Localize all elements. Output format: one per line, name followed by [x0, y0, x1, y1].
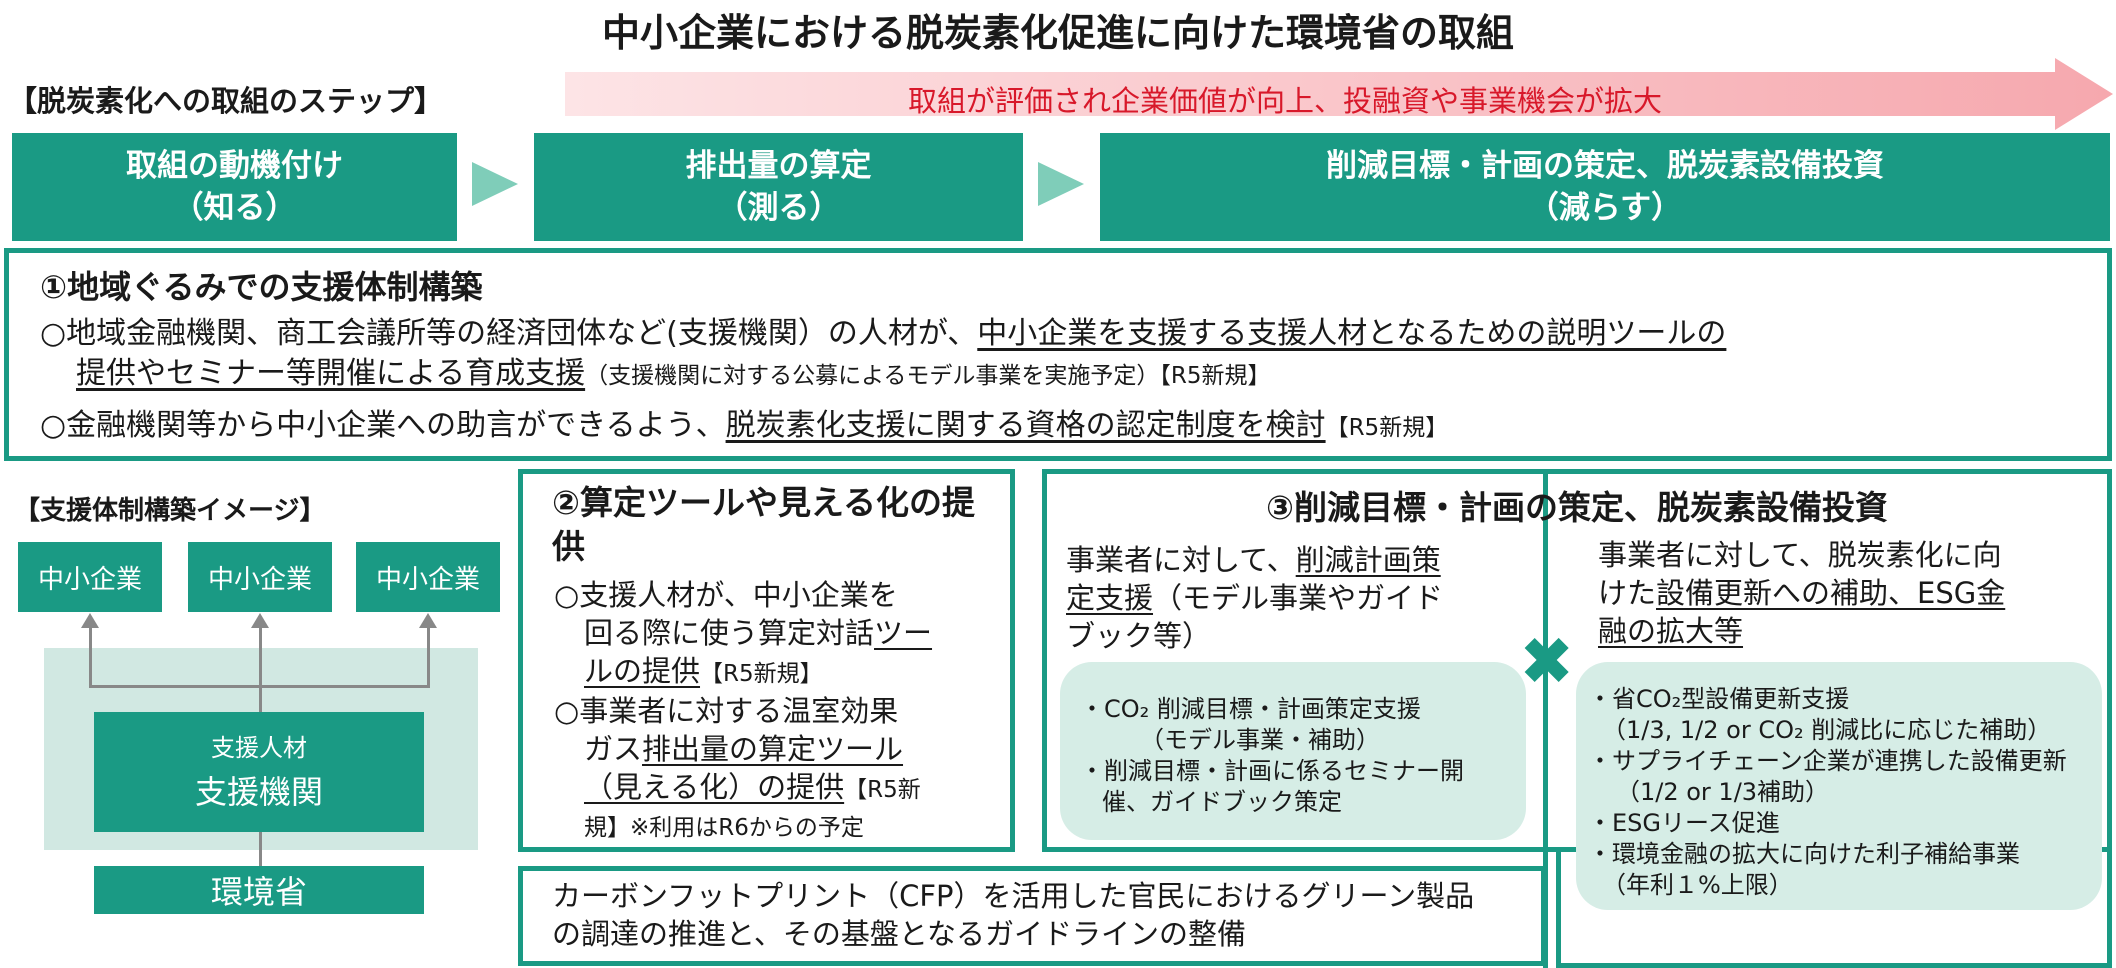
step-title: 取組の動機付け — [126, 148, 343, 184]
step-arrow-icon — [472, 162, 518, 206]
section-cfp — [518, 866, 1546, 966]
section3-right-text: 事業者に対して、脱炭素化に向 けた設備更新への補助、ESG金 融の拡大等 — [1598, 538, 2006, 648]
section2-item2: ○事業者に対する温室効果 ガス排出量の算定ツール （見える化）の提供【R5新 規… — [554, 694, 921, 841]
step-measure: 排出量の算定 （測る） — [534, 133, 1023, 241]
step-title: 排出量の算定 — [685, 148, 872, 184]
steps-label: 【脱炭素化への取組のステップ】 — [8, 84, 444, 118]
section-cfp-text: カーボンフットプリント（CFP）を活用した官民におけるグリーン製品 の調達の推進… — [552, 879, 1475, 951]
arrow-up-icon — [81, 613, 99, 628]
section1-title: ①地域ぐるみでの支援体制構築 — [40, 268, 483, 306]
section3-right-bubble — [1576, 662, 2102, 910]
support-org-label: 支援機関 — [194, 773, 323, 811]
value-arrow — [565, 58, 2113, 130]
step-subtitle: （測る） — [716, 190, 841, 226]
section1-item1-line2: 提供やセミナー等開催による育成支援（支援機関に対する公募によるモデル事業を実施予… — [76, 356, 1271, 391]
section3-left-text: 事業者に対して、削減計画策 定支援（モデル事業やガイド ブック等） — [1066, 543, 1444, 653]
connector-line — [259, 627, 262, 712]
support-org-box: 支援人材 支援機関 — [94, 712, 424, 832]
step-title: 削減目標・計画の策定、脱炭素設備投資 — [1326, 148, 1884, 184]
section3-left-bubble — [1060, 662, 1526, 840]
step-motivation: 取組の動機付け （知る） — [12, 133, 457, 241]
section1-item1-line1: ○地域金融機関、商工会議所等の経済団体など(支援機関）の人材が、中小企業を支援す… — [40, 316, 1727, 351]
step-arrow-icon — [1038, 162, 1084, 206]
support-talent-label: 支援人材 — [211, 734, 307, 762]
section-calc-tools — [518, 469, 1015, 852]
moe-box: 環境省 — [94, 866, 424, 914]
step-subtitle: （減らす） — [1527, 190, 1683, 226]
cross-icon: ✖ — [1519, 623, 1575, 700]
connector-line — [427, 627, 430, 687]
section1-item2: ○金融機関等から中小企業への助言ができるよう、脱炭素化支援に関する資格の認定制度… — [40, 408, 1449, 443]
connector-line — [259, 832, 262, 866]
sme-box: 中小企業 — [188, 542, 332, 612]
sme-box: 中小企業 — [18, 542, 162, 612]
arrow-up-icon — [419, 613, 437, 628]
sme-box: 中小企業 — [356, 542, 500, 612]
connector-line — [89, 627, 92, 687]
section3-right-bullets: ・省CO₂型設備更新支援 （1/3, 1/2 or CO₂ 削減比に応じた補助）… — [1588, 685, 2067, 899]
support-image-title: 【支援体制構築イメージ】 — [14, 496, 326, 526]
section2-title: ②算定ツールや見える化の提供 — [552, 483, 975, 566]
connector-line — [89, 685, 430, 688]
section3-left-bullets: ・CO₂ 削減目標・計画策定支援 （モデル事業・補助） ・削減目標・計画に係るセ… — [1080, 695, 1464, 816]
page-title: 中小企業における脱炭素化促進に向けた環境省の取組 — [601, 11, 1514, 55]
value-arrow-text: 取組が評価され企業価値が向上、投融資や事業機会が拡大 — [907, 84, 1662, 118]
section3-divider — [1543, 469, 1548, 968]
section-reduction-investment-extension — [1556, 852, 2112, 968]
section2-item1: ○支援人材が、中小企業を 回る際に使う算定対話ツー ルの提供【R5新規】 — [554, 578, 933, 688]
step-reduce: 削減目標・計画の策定、脱炭素設備投資 （減らす） — [1100, 133, 2110, 241]
arrow-up-icon — [251, 613, 269, 628]
step-subtitle: （知る） — [172, 190, 297, 226]
section3-title: ③削減目標・計画の策定、脱炭素設備投資 — [1266, 488, 1888, 527]
section-regional-support — [4, 248, 2112, 461]
